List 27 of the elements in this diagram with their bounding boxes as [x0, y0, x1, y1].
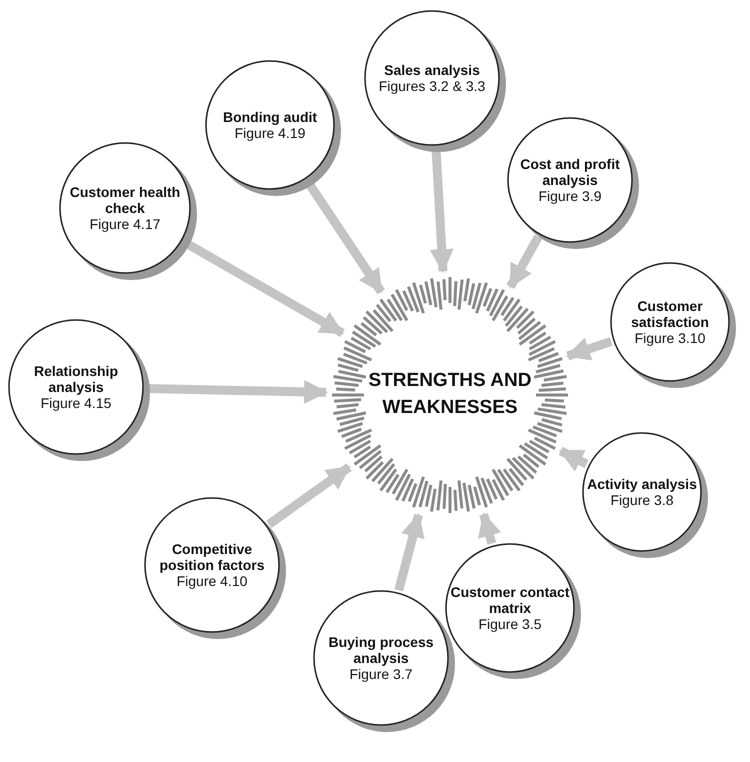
figure-reference: Figure 3.10 [634, 330, 706, 346]
arrow [558, 446, 589, 472]
arrow [394, 513, 425, 592]
node-title: Buying process analysis [327, 634, 435, 666]
figure-reference: Figure 4.19 [234, 124, 306, 142]
node-title: Customer contact matrix [449, 584, 571, 616]
arrow [478, 512, 502, 545]
node-title: Cost and profit analysis [519, 156, 621, 188]
figure-reference: Figure 4.10 [176, 572, 248, 590]
node-title: Relationship analysis [32, 362, 119, 395]
arrow [506, 234, 542, 289]
node-title: Bonding audit [222, 108, 318, 125]
figure-reference: Figure 3.5 [478, 616, 542, 632]
figure-reference: Figure 3.7 [349, 666, 413, 682]
node-title: Competitive position factors [158, 540, 266, 573]
center-title: STRENGTHS AND WEAKNESSES [368, 369, 532, 420]
figure-reference: Figure 4.15 [40, 394, 112, 412]
figure-reference: Figure 3.8 [610, 492, 674, 508]
figure-reference: Figure 3.9 [538, 188, 602, 204]
node-title: Activity analysis [587, 476, 697, 492]
figure-reference: Figure 4.17 [90, 216, 160, 232]
arrow [266, 463, 352, 528]
node-title: Customer health check [68, 184, 182, 216]
arrow [566, 337, 613, 360]
node-title: Customer satisfaction [630, 298, 710, 330]
figure-reference: Figures 3.2 & 3.3 [378, 78, 486, 94]
node-title: Sales analysis [384, 62, 480, 78]
